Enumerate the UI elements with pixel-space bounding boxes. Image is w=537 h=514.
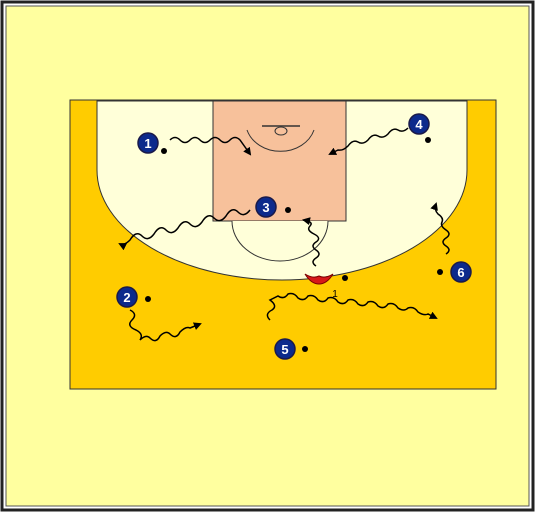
player-1-ball-dot [161, 148, 167, 154]
player-6: 6 [437, 261, 472, 283]
player-6-circle [450, 261, 472, 283]
player-6-ball-dot [437, 269, 443, 275]
player-3: 3 [255, 196, 291, 218]
key-area [212, 100, 347, 222]
player-3-label: 3 [262, 200, 269, 215]
player-3-circle [255, 196, 277, 218]
player-2-circle [116, 286, 138, 308]
player-2-label: 2 [123, 290, 130, 305]
free-throw-circle [231, 220, 329, 262]
player-1-label: 1 [144, 136, 151, 151]
player-4-ball-dot [425, 137, 431, 143]
coach-marker: 1 [304, 273, 348, 300]
dribble-path-6 [430, 202, 450, 255]
player-2-ball-dot [145, 296, 151, 302]
dribble-path-1 [169, 136, 252, 156]
player-6-label: 6 [457, 265, 464, 280]
dribble-path-coach [302, 217, 320, 267]
player-2: 2 [116, 286, 151, 308]
player-5-label: 5 [281, 342, 288, 357]
player-4: 4 [408, 113, 431, 143]
player-5: 5 [274, 338, 308, 360]
player-4-circle [408, 113, 430, 135]
coach-ball-dot [342, 275, 348, 281]
coach-label: 1 [332, 289, 338, 300]
rim [274, 126, 288, 136]
player-1: 1 [137, 132, 167, 154]
player-4-label: 4 [415, 117, 423, 132]
player-3-ball-dot [285, 207, 291, 213]
dribble-path-3 [118, 209, 251, 251]
dribble-path-4 [328, 127, 409, 155]
coach-shape [304, 273, 334, 285]
movement-paths [118, 127, 450, 342]
player-1-circle [137, 132, 159, 154]
restricted-arc [246, 129, 315, 152]
dribble-path-5 [266, 292, 438, 321]
dribble-path-2 [129, 309, 202, 342]
player-5-ball-dot [302, 346, 308, 352]
player-5-circle [274, 338, 296, 360]
